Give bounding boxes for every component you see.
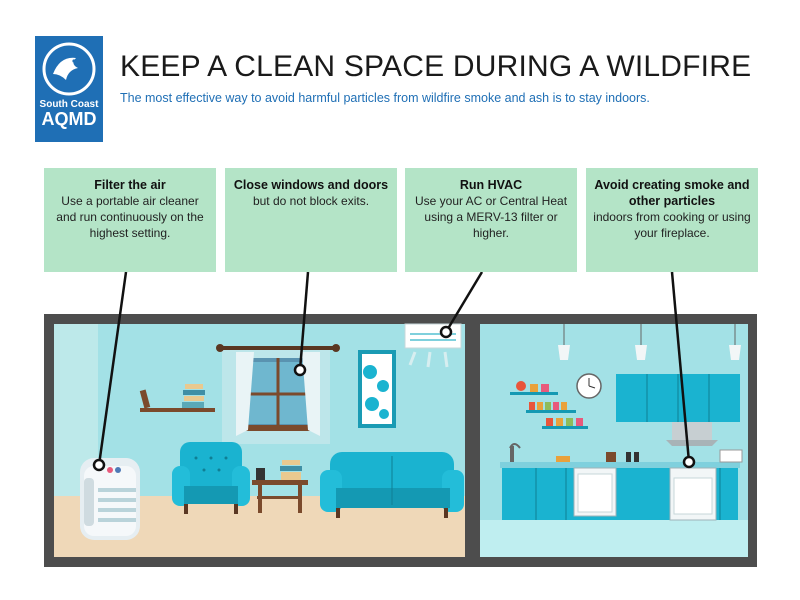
armchair [172, 442, 250, 514]
tip-body: Use a portable air cleaner and run conti… [56, 194, 204, 240]
tip-card-avoid-smoke: Avoid creating smoke and other particles… [586, 168, 758, 272]
page-subtitle: The most effective way to avoid harmful … [120, 91, 650, 105]
bird-logo-icon [42, 42, 96, 96]
tip-body: but do not block exits. [252, 194, 370, 208]
clock [576, 373, 602, 399]
kitchen-counter [500, 443, 743, 521]
logo-line2: AQMD [41, 109, 97, 129]
wall-art [358, 350, 396, 428]
sofa [320, 452, 464, 518]
tip-heading: Close windows and doors [233, 178, 389, 192]
pointer-lines [92, 271, 696, 472]
tip-heading: Avoid creating smoke and other particles [594, 178, 750, 208]
tip-heading: Run HVAC [459, 178, 523, 192]
kitchen-shelves [510, 381, 588, 429]
page-title: KEEP A CLEAN SPACE DURING A WILDFIRE [120, 50, 752, 83]
tip-heading: Filter the air [94, 178, 166, 192]
tip-body: indoors from cooking or using your firep… [593, 210, 751, 240]
tip-card-filter-air: Filter the air Use a portable air cleane… [44, 168, 216, 272]
pendant-lights [558, 324, 741, 360]
tip-card-run-hvac: Run HVAC Use your AC or Central Heat usi… [405, 168, 577, 272]
bookshelf [139, 384, 215, 412]
logo-line1: South Coast [39, 99, 99, 110]
upper-cabinets [616, 374, 740, 446]
aqmd-logo: South Coast AQMD [35, 36, 103, 142]
tip-card-close-windows: Close windows and doors but do not block… [225, 168, 397, 272]
air-purifier [80, 458, 140, 540]
window [216, 344, 340, 444]
tip-body: Use your AC or Central Heat using a MERV… [414, 194, 568, 240]
coffee-table [252, 460, 308, 513]
